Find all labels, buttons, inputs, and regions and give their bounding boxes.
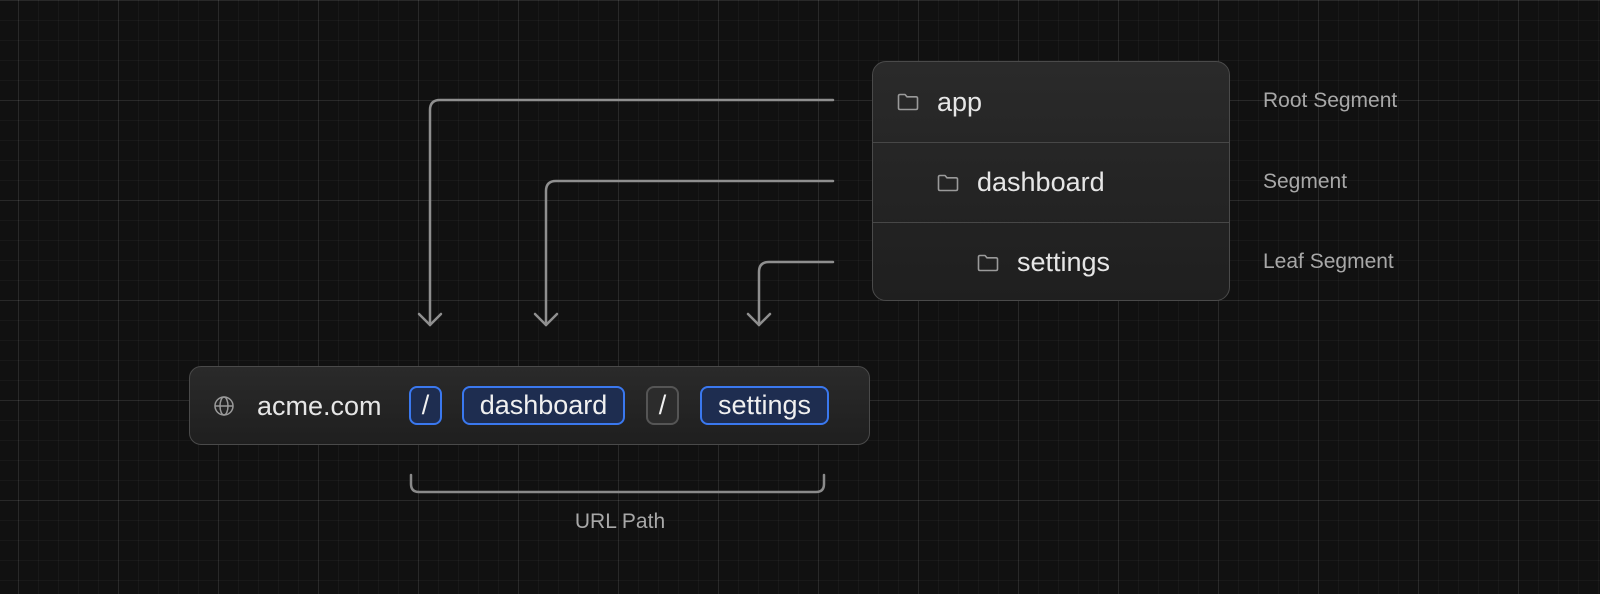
tree-row-settings: settings [873, 222, 1229, 300]
url-chip-root-slash: / [409, 386, 442, 425]
connector-settings-arrowhead [746, 312, 772, 327]
folder-icon [897, 93, 919, 111]
tree-label: settings [1017, 247, 1111, 277]
connector-root-arrowhead [417, 312, 443, 327]
segment-label-segment: Segment [1263, 170, 1348, 193]
folder-icon [937, 174, 959, 192]
url-domain: acme.com [257, 391, 382, 421]
globe-icon [213, 395, 235, 417]
connector-root [428, 98, 835, 327]
url-path-label: URL Path [574, 510, 666, 533]
url-chip-settings: settings [700, 386, 829, 425]
connector-dashboard [544, 179, 835, 327]
tree-label: dashboard [977, 167, 1105, 197]
folder-tree: app dashboard settings [872, 61, 1230, 301]
folder-icon [977, 254, 999, 272]
tree-label: app [937, 86, 983, 117]
tree-row-app: app [873, 62, 1229, 142]
url-chip-slash: / [646, 386, 679, 425]
url-bar: acme.com / dashboard / settings [189, 366, 870, 445]
url-chip-dashboard: dashboard [462, 386, 625, 425]
connector-dashboard-arrowhead [533, 312, 559, 327]
segment-label-leaf: Leaf Segment [1263, 250, 1394, 273]
segment-label-root: Root Segment [1263, 89, 1398, 112]
tree-row-dashboard: dashboard [873, 142, 1229, 222]
connector-settings [757, 260, 835, 327]
